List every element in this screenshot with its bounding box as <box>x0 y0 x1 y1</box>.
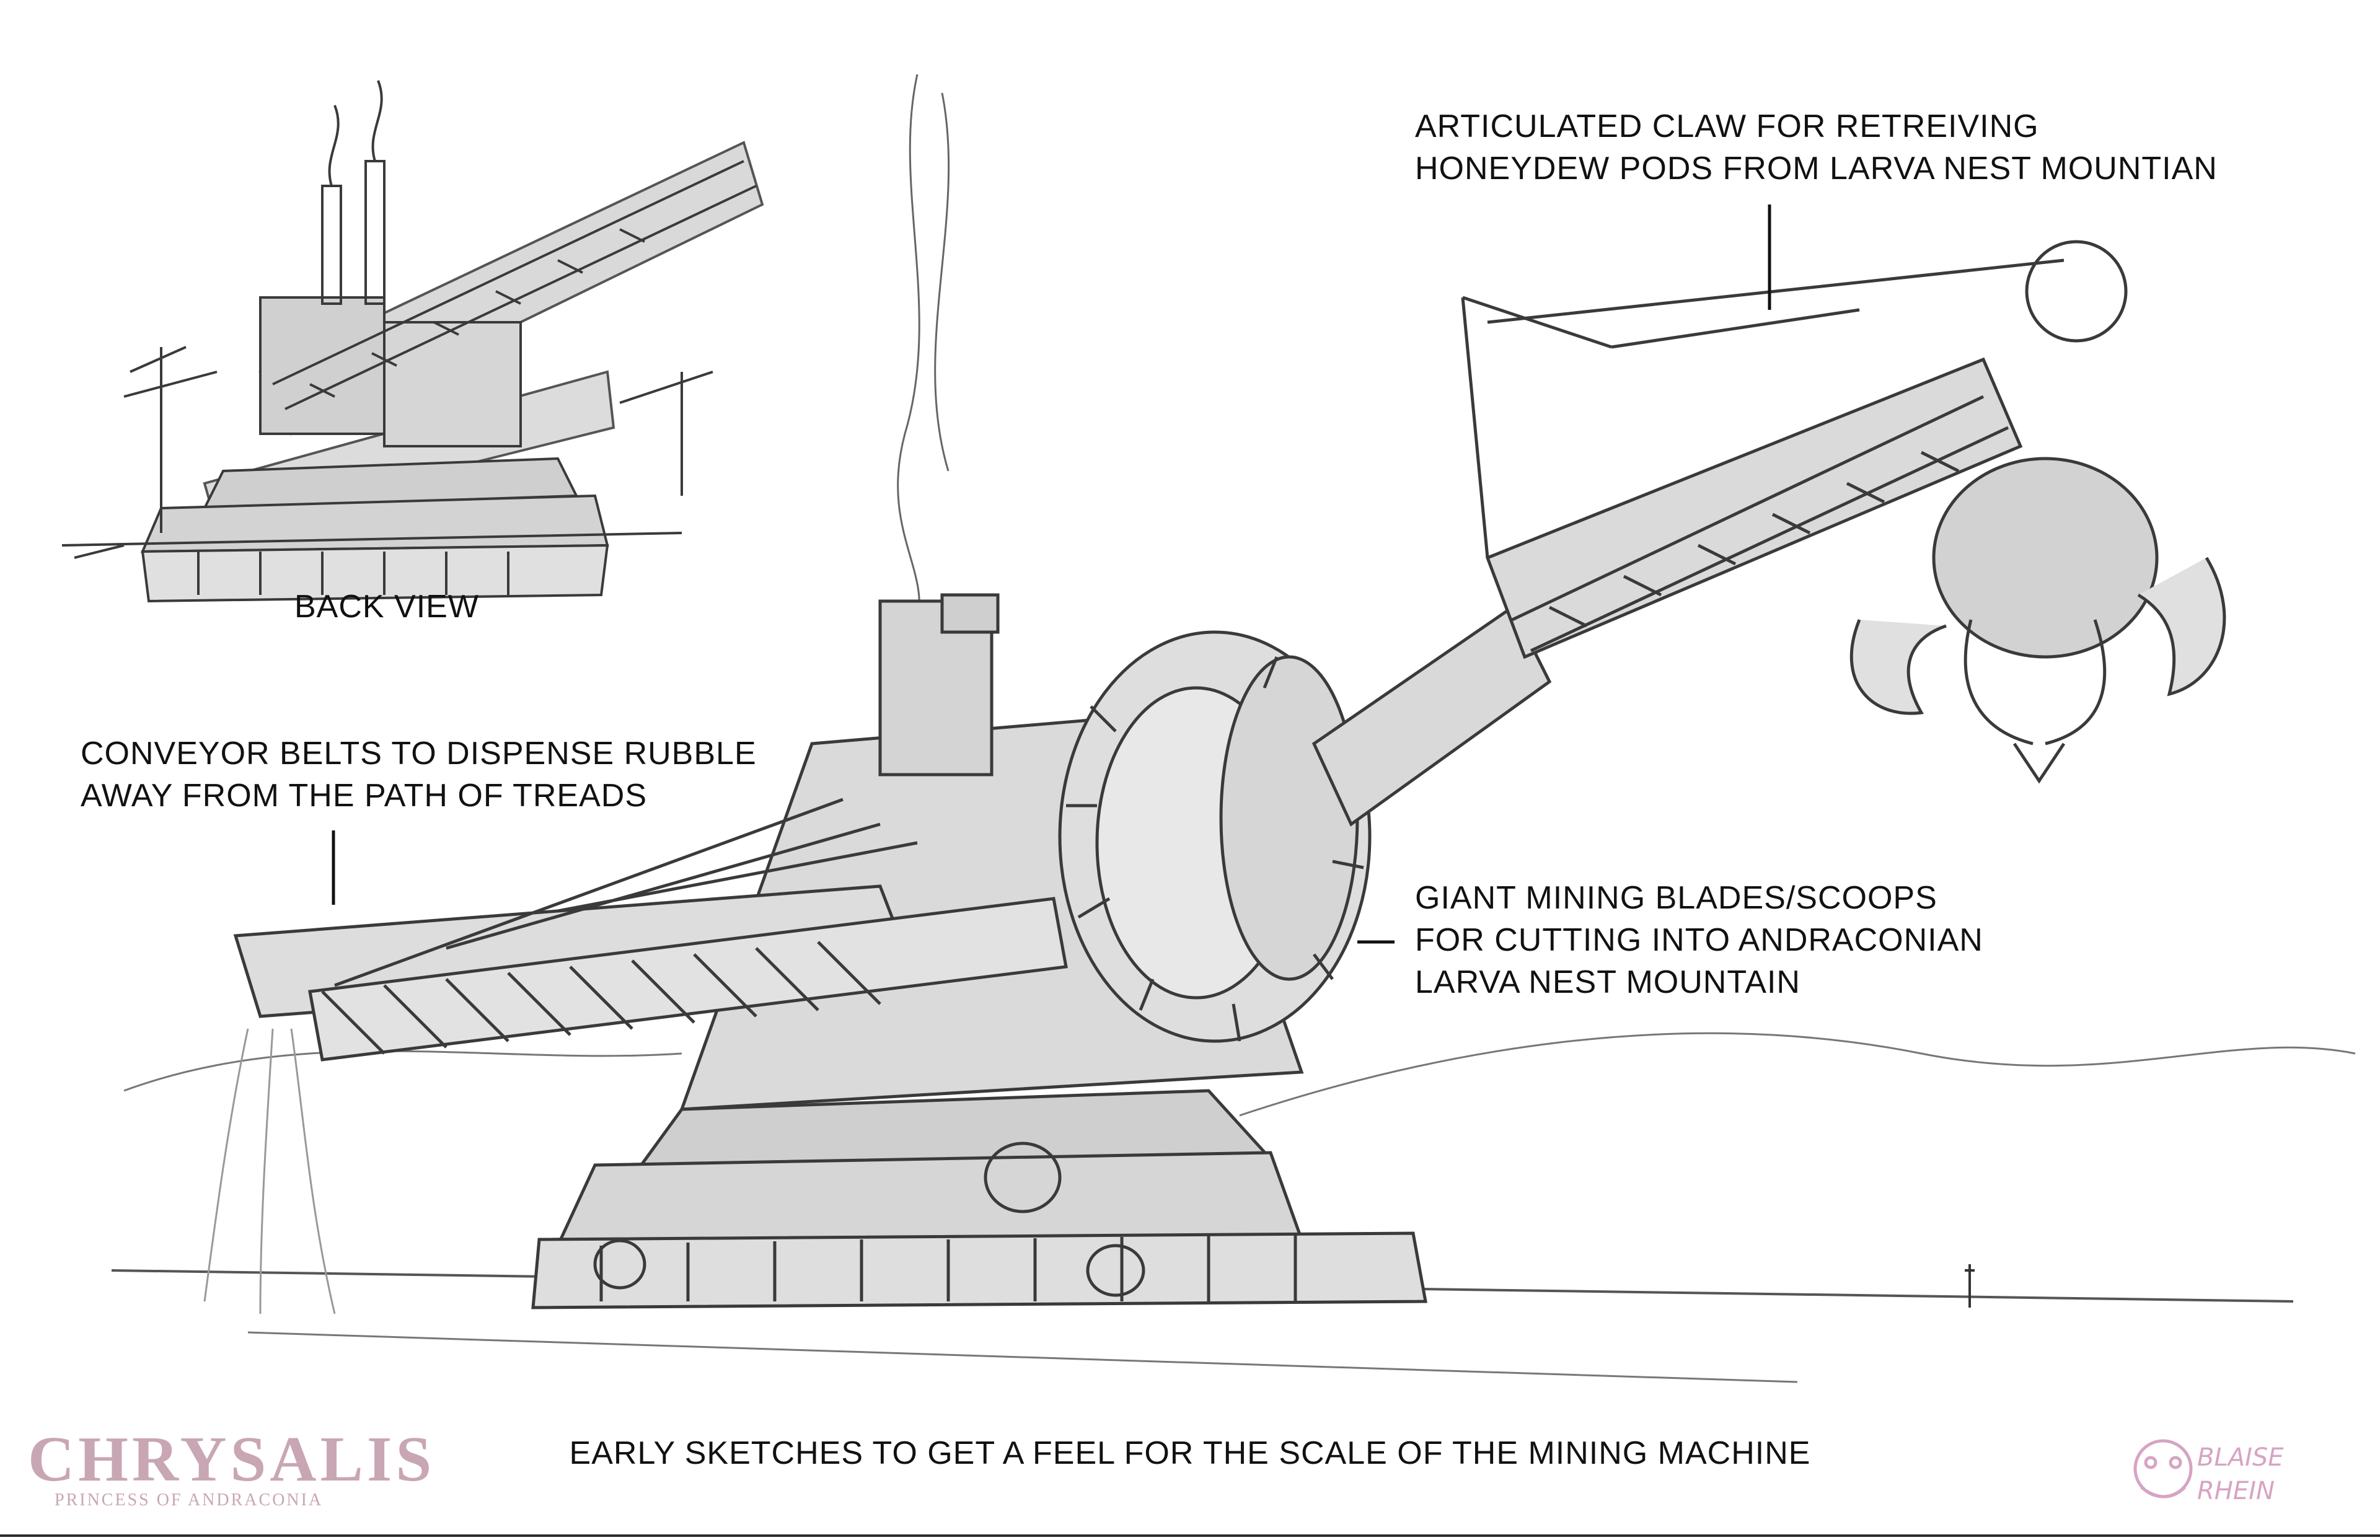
main-machine-sketch <box>111 74 2356 1383</box>
conveyor-annotation: CONVEYOR BELTS TO DISPENSE RUBBLE AWAY F… <box>81 736 757 814</box>
signature-doodle <box>2133 1439 2193 1498</box>
artist-signature: BLAISE RHEIN <box>2197 1443 2284 1505</box>
back-view-sketch <box>61 80 764 603</box>
back-view-label: BACK VIEW <box>294 589 479 625</box>
logo-title: CHRYSALIS <box>28 1423 436 1495</box>
sheet-caption: EARLY SKETCHES TO GET A FEEL FOR THE SCA… <box>569 1435 1811 1471</box>
logo-subtitle: PRINCESS OF ANDRACONIA <box>55 1490 324 1510</box>
blades-annotation: GIANT MINING BLADES/SCOOPS FOR CUTTING I… <box>1415 880 1983 1000</box>
claw-annotation: ARTICULATED CLAW FOR RETREIVING HONEYDEW… <box>1415 108 2218 187</box>
bottom-divider <box>0 1534 2380 1537</box>
